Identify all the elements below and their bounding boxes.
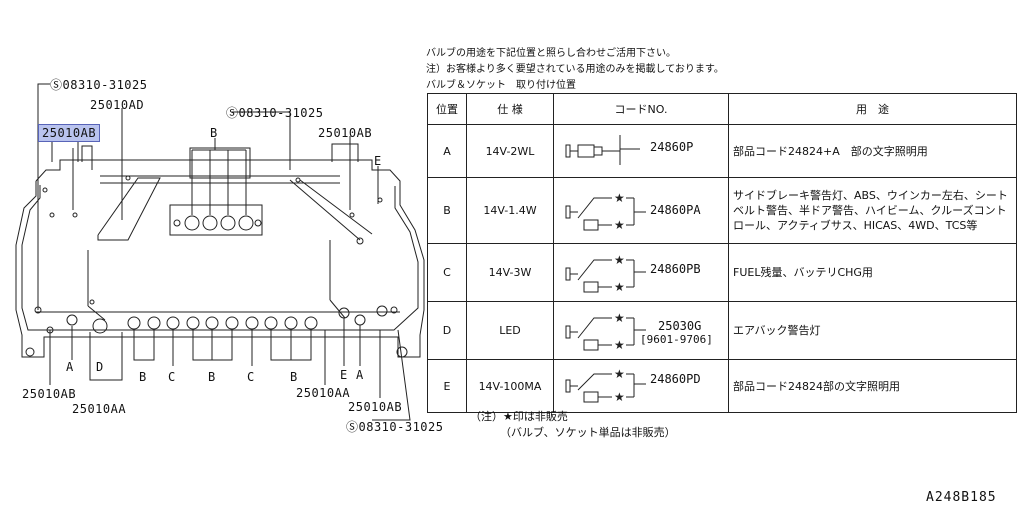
- row-code: 24860PD: [650, 372, 701, 386]
- position-label-a-right: A: [356, 368, 364, 382]
- svg-text:★: ★: [614, 218, 625, 232]
- position-label-c-2: C: [247, 370, 255, 384]
- screw-label-top-left: Ⓢ08310-31025: [50, 78, 148, 92]
- row-use: 部品コード24824+A 部の文字照明用: [728, 124, 1017, 178]
- row-code-cell: ★ ★ 24860PB: [553, 243, 729, 302]
- part-label-25010aa-bottom-left: 25010AA: [72, 402, 127, 416]
- row-spec: 14V-3W: [466, 243, 554, 302]
- table-row: B 14V-1.4W ★ ★ 24860PA サイドブレー: [427, 177, 1017, 244]
- row-position: B: [427, 177, 467, 244]
- svg-text:★: ★: [614, 338, 625, 352]
- position-label-d: D: [96, 360, 104, 374]
- position-label-b-top: B: [210, 126, 218, 140]
- position-label-b-2: B: [208, 370, 216, 384]
- socket-bulb-icon: ★ ★: [565, 311, 646, 352]
- position-label-b-3: B: [290, 370, 298, 384]
- row-position: E: [427, 359, 467, 413]
- row-code-cell: ★ ★ 24860PA: [553, 177, 729, 244]
- row-code-cell: 24860P: [553, 124, 729, 178]
- svg-text:★: ★: [614, 390, 625, 404]
- part-label-25010aa-bottom-right: 25010AA: [296, 386, 351, 400]
- part-label-25010ad: 25010AD: [90, 98, 145, 112]
- table-row: A 14V-2WL 24860P 部品コード24824+A 部の文字照明用: [427, 124, 1017, 178]
- position-label-a-left: A: [66, 360, 74, 374]
- socket-bulb-icon: ★ ★: [565, 367, 646, 404]
- cluster-housing-drawing: [15, 83, 425, 421]
- note-line-2: 注）お客様より多く要望されている用途のみを掲載しております。: [426, 64, 724, 75]
- table-header-row: 位置 仕 様 コードNO. 用 途: [427, 93, 1017, 125]
- part-label-25010ab-top-right: 25010AB: [318, 126, 373, 140]
- svg-text:★: ★: [614, 280, 625, 294]
- part-label-25010ab-bottom-left: 25010AB: [22, 387, 77, 401]
- svg-text:★: ★: [614, 191, 625, 205]
- socket-bulb-icon: ★ ★: [565, 191, 646, 232]
- row-code: 24860PB: [650, 262, 701, 276]
- row-use: 部品コード24824部の文字照明用: [728, 359, 1017, 413]
- position-label-e-right: E: [340, 368, 348, 382]
- screw-label-bottom: Ⓢ08310-31025: [346, 420, 444, 434]
- footnote-line-1: （注）★印は非販売: [470, 410, 568, 423]
- row-spec: 14V-2WL: [466, 124, 554, 178]
- row-spec: 14V-100MA: [466, 359, 554, 413]
- row-use: エアバック警告灯: [728, 301, 1017, 360]
- position-label-e-top: E: [374, 154, 382, 168]
- row-code-cell: ★ ★ 25030G [9601-9706]: [553, 301, 729, 360]
- position-label-c-1: C: [168, 370, 176, 384]
- svg-text:★: ★: [614, 253, 625, 267]
- note-line-1: バルブの用途を下記位置と照らし合わせご活用下さい。: [426, 48, 676, 59]
- svg-text:★: ★: [614, 367, 625, 381]
- header-spec: 仕 様: [466, 93, 554, 125]
- note-line-3: バルブ＆ソケット 取り付け位置: [426, 80, 576, 91]
- row-code-sub: [9601-9706]: [640, 333, 713, 346]
- part-label-25010ab-bottom-right: 25010AB: [348, 400, 403, 414]
- svg-text:★: ★: [614, 311, 625, 325]
- row-use: FUEL残量、バッテリCHG用: [728, 243, 1017, 302]
- footnote-line-2: （バルブ、ソケット単品は非販売）: [500, 426, 676, 439]
- socket-bulb-icon: [565, 135, 640, 165]
- part-label-25010ab-highlighted[interactable]: 25010AB: [38, 124, 101, 142]
- table-row: E 14V-100MA ★ ★ 24860PD 部品コード: [427, 359, 1017, 413]
- position-label-b-1: B: [139, 370, 147, 384]
- row-use: サイドブレーキ警告灯、ABS、ウインカー左右、シートベルト警告、半ドア警告、ハイ…: [728, 177, 1017, 244]
- reference-code: A248B185: [926, 490, 997, 505]
- socket-bulb-icon: ★ ★: [565, 253, 646, 294]
- row-code-cell: ★ ★ 24860PD: [553, 359, 729, 413]
- row-spec: LED: [466, 301, 554, 360]
- row-code: 24860PA: [650, 203, 701, 217]
- table-row: D LED ★ ★ 25030G [9601-9706]: [427, 301, 1017, 360]
- row-position: A: [427, 124, 467, 178]
- screw-label-top-mid: Ⓢ08310-31025: [226, 106, 324, 120]
- row-position: C: [427, 243, 467, 302]
- row-spec: 14V-1.4W: [466, 177, 554, 244]
- bulb-socket-table: 位置 仕 様 コードNO. 用 途 A 14V-2WL 24860P: [427, 93, 1017, 413]
- table-row: C 14V-3W ★ ★ 24860PB FUEL残量、バ: [427, 243, 1017, 302]
- header-position: 位置: [427, 93, 467, 125]
- row-code: 25030G: [658, 319, 702, 333]
- header-use: 用 途: [728, 93, 1017, 125]
- header-code: コードNO.: [553, 93, 729, 125]
- row-position: D: [427, 301, 467, 360]
- row-code: 24860P: [650, 140, 694, 154]
